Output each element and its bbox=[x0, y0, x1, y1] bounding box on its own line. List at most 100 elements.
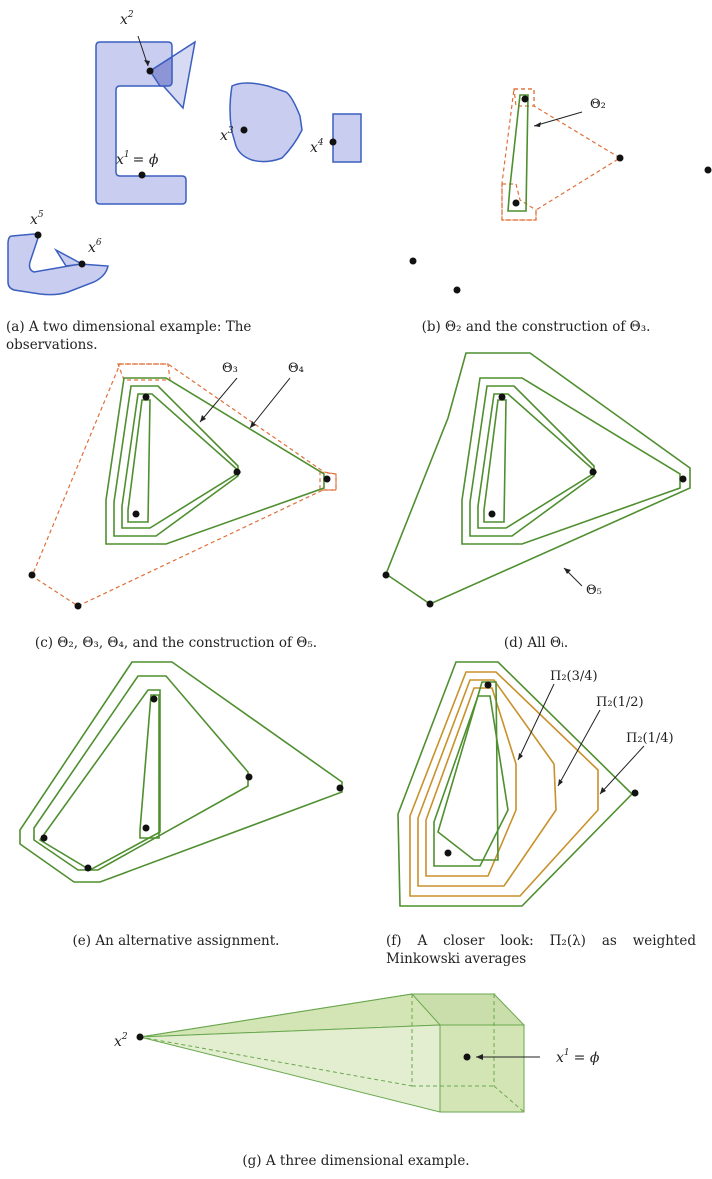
observation-blob bbox=[229, 82, 303, 163]
theta4-outline bbox=[461, 377, 681, 545]
label-x2: x2 bbox=[114, 1032, 128, 1050]
theta3-outline bbox=[469, 385, 595, 537]
f-pi12-outline bbox=[417, 679, 557, 887]
observation-overlap bbox=[148, 55, 173, 87]
arrow-head-pi34 bbox=[518, 753, 523, 760]
panel-b-diagram: Θ₂ bbox=[409, 88, 712, 294]
point-x2 bbox=[146, 67, 154, 75]
e-inner-outline bbox=[38, 689, 161, 871]
point-middle bbox=[233, 468, 241, 476]
point-bottom bbox=[512, 199, 520, 207]
panel-f: Π₂(3/4) Π₂(1/2) Π₂(1/4) bbox=[356, 660, 712, 910]
theta3-inner-outline bbox=[121, 393, 242, 529]
label-x4: x4 bbox=[310, 138, 324, 156]
caption-e: (e) An alternative assignment. bbox=[72, 933, 280, 949]
point-inner bbox=[142, 824, 150, 832]
e-outer-outline bbox=[19, 661, 343, 883]
point-left bbox=[382, 571, 390, 579]
arrow-head-theta5 bbox=[564, 568, 571, 574]
edge-top bbox=[139, 993, 413, 1038]
prism-front-face bbox=[439, 1024, 525, 1113]
point-right bbox=[679, 475, 687, 483]
arrow-theta2 bbox=[533, 111, 583, 127]
construction-theta5 bbox=[31, 363, 337, 607]
panel-b: Θ₂ bbox=[360, 0, 712, 300]
point-right bbox=[336, 784, 344, 792]
panel-c-diagram: Θ₃ Θ₄ bbox=[28, 361, 337, 610]
construction-theta5-box-right bbox=[319, 471, 337, 491]
arrow-head-pi12 bbox=[558, 779, 563, 786]
point-left bbox=[40, 834, 48, 842]
label-theta5: Θ₅ bbox=[586, 583, 602, 598]
caption-a: (a) A two dimensional example: The obser… bbox=[6, 319, 252, 353]
theta5-outline bbox=[385, 352, 691, 605]
point-x6 bbox=[78, 260, 86, 268]
arrow-head-theta2 bbox=[534, 122, 541, 127]
panel-c: Θ₃ Θ₄ bbox=[0, 350, 356, 620]
point-right bbox=[323, 475, 331, 483]
point-x1 bbox=[463, 1053, 471, 1061]
caption-b: (b) Θ₂ and the construction of Θ₃. bbox=[421, 319, 651, 335]
arrow-theta4 bbox=[249, 377, 291, 429]
point-middle bbox=[245, 773, 253, 781]
panel-e bbox=[0, 660, 356, 900]
point-inner bbox=[444, 849, 452, 857]
label-x1: x1= ϕ bbox=[116, 150, 159, 168]
point-left bbox=[28, 571, 36, 579]
arrow-pi14 bbox=[599, 745, 645, 795]
label-x2: x2 bbox=[120, 10, 134, 28]
arrow-head-pi14 bbox=[600, 787, 606, 794]
point-x3 bbox=[240, 126, 248, 134]
point-bottom bbox=[426, 600, 434, 608]
observation-hook bbox=[7, 233, 109, 296]
label-x3: x3 bbox=[220, 126, 234, 144]
construction-theta3 bbox=[501, 88, 622, 221]
f-pi14-outline bbox=[409, 671, 599, 897]
point-top bbox=[484, 681, 492, 689]
point-right bbox=[616, 154, 624, 162]
point-x2 bbox=[136, 1033, 144, 1041]
panel-g: x2 x1= ϕ bbox=[0, 988, 712, 1138]
label-pi14: Π₂(1/4) bbox=[626, 731, 674, 746]
label-x1: x1= ϕ bbox=[556, 1048, 600, 1066]
point-inner bbox=[132, 510, 140, 518]
arrow-pi34 bbox=[517, 683, 555, 761]
point-far-right bbox=[704, 166, 712, 174]
point-inner bbox=[488, 510, 496, 518]
point-bottom bbox=[84, 864, 92, 872]
f-inner-outline bbox=[433, 695, 509, 867]
label-theta3: Θ₃ bbox=[222, 361, 238, 376]
arrow-head-theta4 bbox=[250, 421, 256, 428]
label-theta4: Θ₄ bbox=[288, 361, 304, 376]
panel-a: x2 x1= ϕ x3 x4 x5 x6 bbox=[0, 0, 362, 300]
point-right bbox=[631, 789, 639, 797]
arrow-head-x2 bbox=[144, 60, 150, 66]
label-x6: x6 bbox=[88, 238, 102, 256]
e-middle-outline bbox=[33, 675, 249, 871]
pyramid-front-face bbox=[139, 1024, 441, 1113]
arrow-head-theta3 bbox=[200, 415, 206, 422]
construction-theta3-box-bottom bbox=[501, 183, 537, 221]
point-bottom bbox=[74, 602, 82, 610]
label-pi34: Π₂(3/4) bbox=[550, 669, 598, 684]
point-left bbox=[409, 257, 417, 265]
theta3-outline bbox=[113, 385, 239, 537]
arrow-pi12 bbox=[557, 709, 601, 787]
panel-e-diagram bbox=[19, 661, 344, 883]
arrow-head-x1 bbox=[476, 1054, 483, 1060]
panel-g-diagram: x2 x1= ϕ bbox=[114, 993, 600, 1113]
point-bottom-left bbox=[453, 286, 461, 294]
panel-f-diagram: Π₂(3/4) Π₂(1/2) Π₂(1/4) bbox=[397, 661, 674, 907]
point-x1 bbox=[138, 171, 146, 179]
theta4-outline bbox=[105, 377, 325, 545]
prism-top-face bbox=[410, 993, 526, 1026]
label-pi12: Π₂(1/2) bbox=[596, 695, 644, 710]
point-top bbox=[150, 695, 158, 703]
theta2-outline bbox=[507, 94, 529, 212]
caption-f: (f) A closer look: Π₂(λ) as weighted Min… bbox=[386, 933, 696, 967]
arrow-theta3 bbox=[199, 377, 238, 423]
label-x5: x5 bbox=[30, 210, 44, 228]
f-outer-outline bbox=[397, 661, 634, 907]
f-theta2-outline bbox=[437, 681, 499, 861]
point-x4 bbox=[329, 138, 337, 146]
